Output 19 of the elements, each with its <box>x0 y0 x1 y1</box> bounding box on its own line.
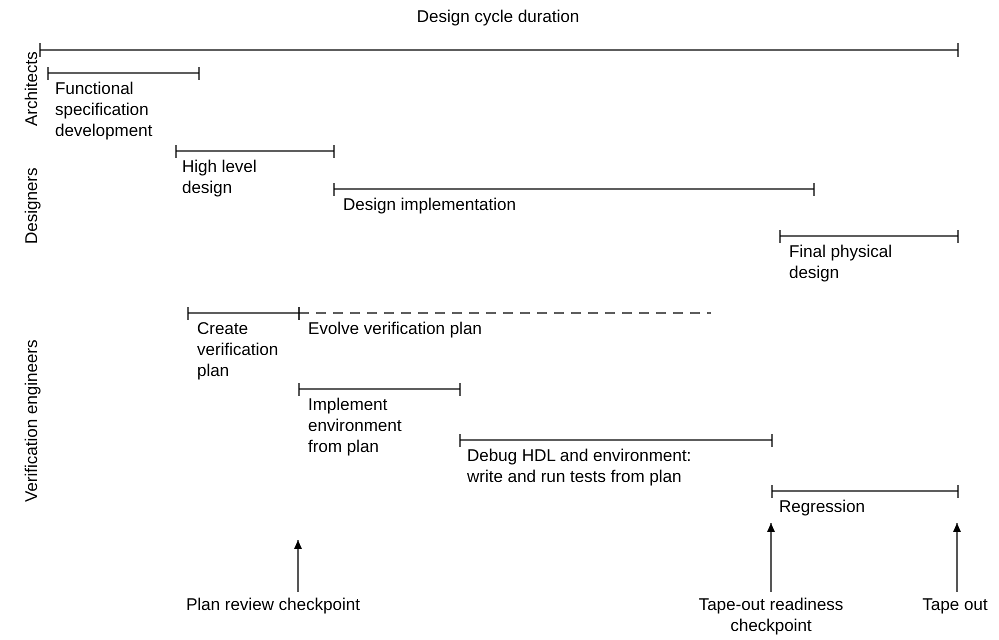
role-label: Designers <box>21 166 42 244</box>
checkpoint-arrow <box>953 523 961 592</box>
duration-label: Design cycle duration <box>416 6 580 27</box>
task-label: Final physical design <box>789 241 893 283</box>
task-label: Implement environment from plan <box>308 394 403 457</box>
role-label: Verification engineers <box>21 338 42 502</box>
task-label: Functional specification development <box>55 78 154 141</box>
task-label: Evolve verification plan <box>308 318 483 339</box>
checkpoint-label: Tape-out readiness checkpoint <box>686 594 856 636</box>
task-label: High level design <box>182 156 258 198</box>
checkpoint-label: Tape out <box>905 594 999 615</box>
checkpoint-label: Plan review checkpoint <box>173 594 373 615</box>
task-label: Regression <box>779 496 866 517</box>
checkpoint-arrow <box>294 540 302 592</box>
task-label: Design implementation <box>343 194 517 215</box>
task-label: Create verification plan <box>197 318 280 381</box>
task-label: Debug HDL and environment: write and run tests from plan <box>467 445 692 487</box>
checkpoint-arrow <box>767 523 775 592</box>
role-label: Architects <box>21 50 42 126</box>
